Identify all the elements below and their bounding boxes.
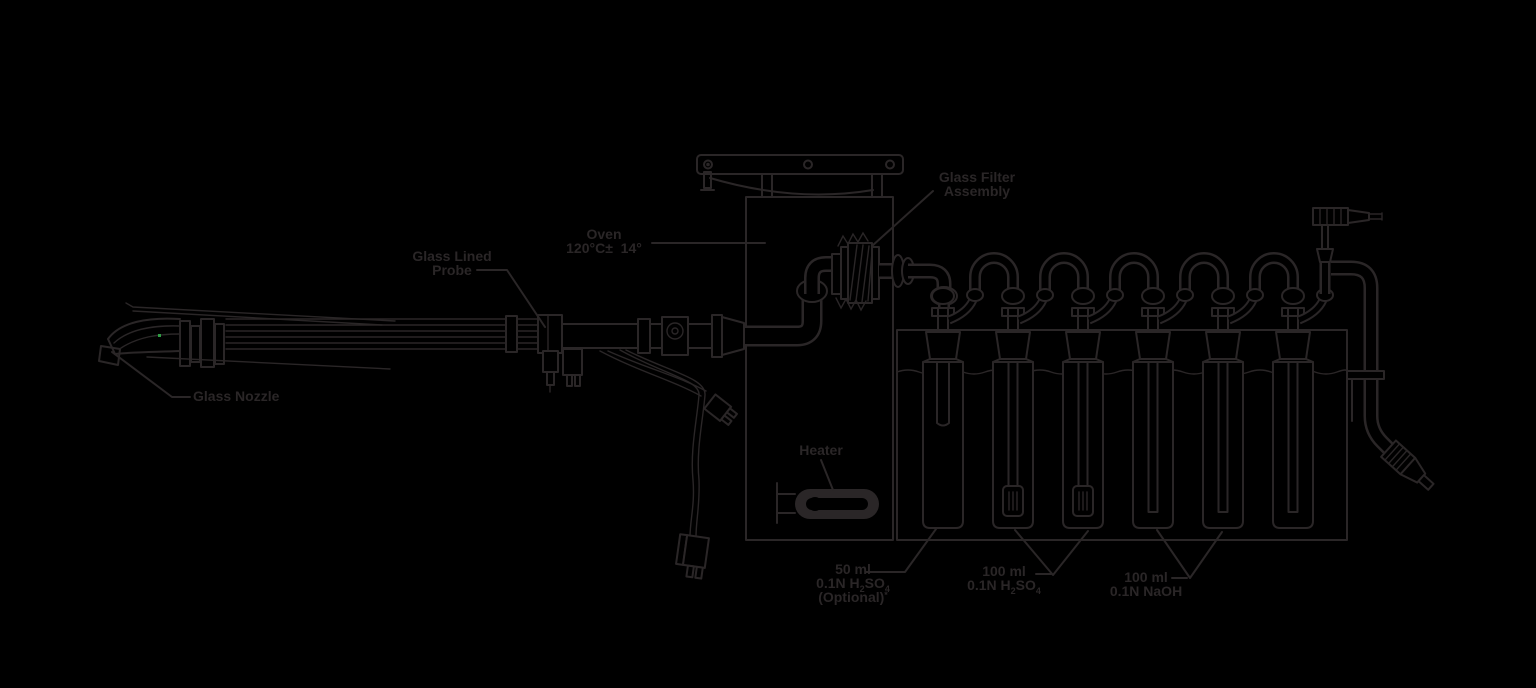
impinger-5-stem xyxy=(1217,361,1229,513)
impinger-2-stem xyxy=(1002,361,1024,517)
glass-lined-probe-assembly xyxy=(98,296,823,580)
impinger-3-stem xyxy=(1072,361,1094,517)
small-power-plug xyxy=(703,393,739,426)
label-glass-nozzle: Glass Nozzle xyxy=(193,388,280,404)
impinger-6-stem xyxy=(1287,361,1299,513)
impinger-ubend-connectors xyxy=(975,258,1293,292)
stray-green-pixel xyxy=(158,334,161,337)
thermocouple-plugs xyxy=(542,348,583,393)
label-heater: Heater xyxy=(799,442,843,458)
power-cords xyxy=(599,349,739,580)
mounting-bracket xyxy=(696,154,904,198)
pump-quick-connector xyxy=(1380,439,1435,491)
glass-nozzle xyxy=(98,317,181,366)
impinger-train xyxy=(923,288,1333,528)
outlet-assembly xyxy=(1312,207,1435,491)
impinger-4-stem xyxy=(1147,361,1159,513)
thermometer-fitting xyxy=(1312,207,1383,226)
leader-lines xyxy=(111,190,1223,579)
tank-wall-bracket xyxy=(1346,370,1385,380)
impinger-1-stem xyxy=(936,361,950,427)
large-power-plug xyxy=(675,533,710,580)
glass-filter-assembly xyxy=(796,231,958,316)
heater-element xyxy=(776,459,879,524)
oven-box xyxy=(651,196,894,541)
probe-clamp-band xyxy=(505,315,518,353)
